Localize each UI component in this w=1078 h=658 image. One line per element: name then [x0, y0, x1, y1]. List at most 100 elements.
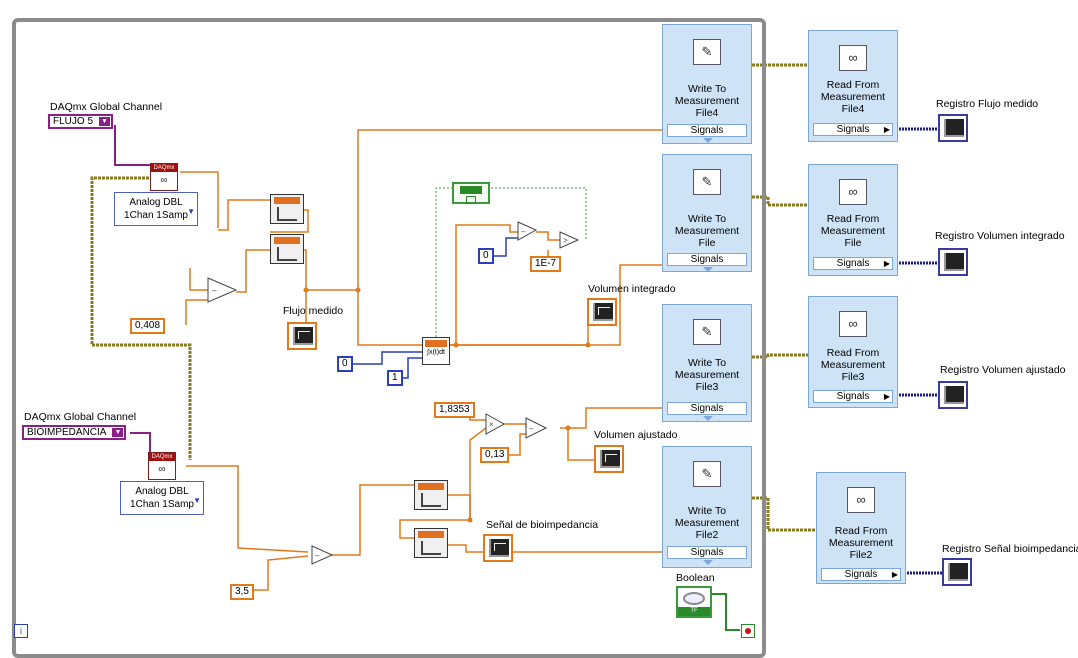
ref-wire-flujo — [114, 125, 150, 166]
daq-channel-control-bioimpedancia[interactable]: BIOIMPEDANCIA ▼ — [22, 425, 127, 440]
exv-title-3: File3 — [841, 371, 865, 383]
signals-terminal[interactable]: Signals — [667, 546, 747, 559]
feedback-node[interactable] — [452, 182, 490, 204]
read-measurement-file3[interactable]: ∞ Read From Measurement File3 Signals▶ — [808, 296, 898, 408]
glasses-icon: ∞ — [160, 175, 168, 186]
write-measurement-file4[interactable]: ✎ Write To Measurement File4 Signals — [662, 24, 752, 144]
int-wire-1 — [398, 357, 422, 379]
poly-line2: 1Chan 1Samp — [124, 210, 188, 221]
exv-title-3: File — [844, 237, 862, 249]
filter-node-1[interactable] — [270, 194, 304, 224]
float-wire-a2 — [218, 199, 270, 231]
indicator-label-vol-int: Volumen integrado — [588, 283, 676, 295]
float-wire-b3 — [330, 484, 418, 556]
write-measurement-file[interactable]: ✎ Write To Measurement File Signals — [662, 154, 752, 272]
graph-label-flujo: Registro Flujo medido — [936, 98, 1039, 110]
glasses-icon: ∞ — [158, 464, 166, 475]
while-loop — [12, 18, 766, 658]
write-measurement-file2[interactable]: ✎ Write To Measurement File2 Signals — [662, 446, 752, 568]
graph-registro-vol-aj[interactable] — [938, 381, 968, 409]
float-wire-a1 — [180, 171, 219, 228]
indicator-flujo-medido[interactable] — [287, 322, 317, 350]
exv-title-2: Measurement — [674, 225, 740, 237]
indicator-volumen-ajustado[interactable] — [594, 445, 624, 473]
float-wire-a5 — [236, 249, 272, 293]
graph-registro-flujo[interactable] — [938, 114, 968, 142]
glasses-icon: ∞ — [847, 487, 875, 513]
constant-0b[interactable]: 0 — [478, 248, 494, 264]
float-wire-013 — [508, 433, 526, 456]
write-measurement-file3[interactable]: ✎ Write To Measurement File3 Signals — [662, 304, 752, 422]
signals-terminal[interactable]: Signals▶ — [813, 390, 893, 403]
exv-title-1: Read From — [834, 525, 888, 537]
constant-013[interactable]: 0,13 — [480, 447, 510, 463]
float-wire-loop2 — [536, 231, 560, 241]
poly-line2: 1Chan 1Samp — [130, 499, 194, 510]
shift-wire — [435, 187, 587, 345]
toggle-icon — [683, 592, 705, 605]
indicator-label-bioimp: Señal de bioimpedancia — [486, 519, 599, 531]
graph-registro-vol-int[interactable] — [938, 248, 968, 276]
constant-0[interactable]: 0 — [337, 356, 353, 372]
constant-18353[interactable]: 1,8353 — [434, 402, 475, 418]
tf-label: TF — [678, 607, 710, 616]
boolean-control[interactable]: TF — [676, 586, 712, 618]
signals-terminal[interactable]: Signals▶ — [821, 568, 901, 581]
float-wire-int-out2 — [450, 264, 668, 346]
chevron-down-icon: ▼ — [193, 496, 201, 505]
error-wire-4 — [748, 353, 810, 359]
constant-0408[interactable]: 0,408 — [130, 318, 166, 334]
daq-channel-control-flujo[interactable]: FLUJO 5 ▼ — [48, 114, 114, 129]
subtract-node-2 — [517, 221, 538, 241]
exv-title-2: Measurement — [820, 91, 886, 103]
signals-terminal[interactable]: Signals▶ — [813, 257, 893, 270]
read-measurement-file4[interactable]: ∞ Read From Measurement File4 Signals▶ — [808, 30, 898, 142]
polymorphic-selector-bioimpedancia[interactable]: Analog DBL 1Chan 1Samp ▼ — [120, 481, 204, 515]
integral-node[interactable]: ∫x(t)dt — [422, 337, 450, 365]
constant-1[interactable]: 1 — [387, 370, 403, 386]
poly-line1: Analog DBL — [129, 197, 183, 208]
loop-condition-stop[interactable] — [741, 624, 755, 638]
glasses-icon: ∞ — [839, 45, 867, 71]
signals-terminal[interactable]: Signals — [667, 253, 747, 266]
graph-registro-bioimp[interactable] — [942, 558, 972, 586]
svg-text:–: – — [315, 551, 320, 560]
exv-title-2: Measurement — [674, 517, 740, 529]
filter-node-3[interactable] — [414, 480, 448, 510]
exv-title-3: File — [698, 237, 716, 249]
signals-terminal[interactable]: Signals▶ — [813, 123, 893, 136]
error-wire-3 — [748, 195, 810, 207]
ref-wire-bioimp — [130, 432, 151, 455]
graph-label-vol-int: Registro Volumen integrado — [935, 230, 1065, 242]
float-wire-sub-out — [560, 407, 668, 429]
constant-1e7[interactable]: 1E-7 — [530, 256, 562, 272]
glasses-icon: ∞ — [839, 179, 867, 205]
exv-title-3: File2 — [849, 549, 873, 561]
indicator-senal-bioimpedancia[interactable] — [483, 534, 513, 562]
bool-wire — [712, 593, 740, 631]
daqmx-read-node-flujo[interactable]: DAQmx ∞ — [150, 163, 178, 191]
exv-title-3: File4 — [695, 107, 719, 119]
signals-terminal[interactable]: Signals — [667, 402, 747, 415]
indicator-volumen-integrado[interactable] — [587, 298, 617, 326]
daq-channel-label-1: DAQmx Global Channel — [50, 101, 163, 113]
read-measurement-file[interactable]: ∞ Read From Measurement File Signals▶ — [808, 164, 898, 276]
pencil-icon: ✎ — [693, 39, 721, 65]
float-wire-b4 — [399, 494, 471, 539]
polymorphic-selector-flujo[interactable]: Analog DBL 1Chan 1Samp ▼ — [114, 192, 198, 226]
filter-node-2[interactable] — [270, 234, 304, 264]
signals-terminal[interactable]: Signals — [667, 124, 747, 137]
constant-35[interactable]: 3,5 — [230, 584, 254, 600]
daqmx-banner: DAQmx — [149, 453, 175, 461]
exv-title-1: Read From — [826, 79, 880, 91]
filter-node-4[interactable] — [414, 528, 448, 558]
subtract-node-1 — [207, 277, 238, 303]
read-measurement-file2[interactable]: ∞ Read From Measurement File2 Signals▶ — [816, 472, 906, 584]
float-wire-loop — [455, 224, 518, 345]
integral-label: ∫x(t)dt — [427, 349, 445, 356]
float-wire-main — [306, 129, 668, 291]
multiply-node — [485, 413, 506, 435]
subtract-node-3 — [525, 417, 548, 439]
daqmx-read-node-bioimpedancia[interactable]: DAQmx ∞ — [148, 452, 176, 480]
iteration-terminal: i — [14, 624, 28, 638]
